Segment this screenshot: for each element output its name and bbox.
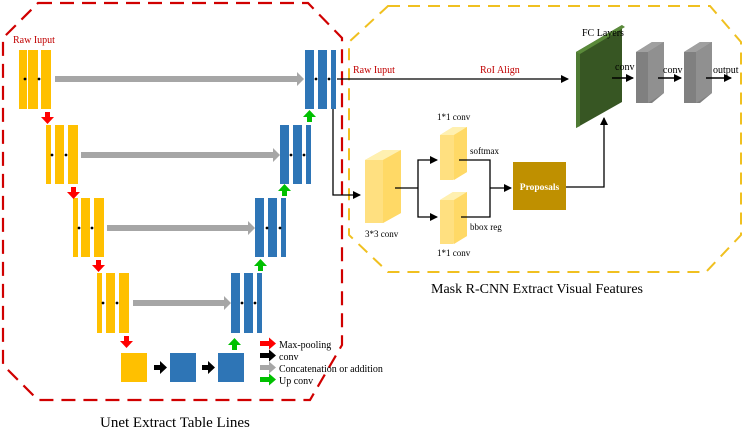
output-label: output: [713, 65, 739, 76]
legend-black-arrow-icon: [260, 349, 276, 362]
conv1x1-bottom-block: [440, 192, 467, 244]
conv-label-1: conv: [615, 62, 634, 73]
conv-label-2: conv: [663, 65, 682, 76]
proposals-to-fc-connector: [566, 117, 608, 188]
unet-title: Unet Extract Table Lines: [100, 415, 250, 431]
branch-to-top: [417, 156, 438, 188]
decoder-block-1: [305, 50, 336, 109]
bbox-reg-label: bbox reg: [470, 222, 502, 232]
maskrcnn-raw-input-label: Raw Iuput: [353, 65, 395, 76]
legend-label: Max-pooling: [279, 340, 331, 351]
maskrcnn-frame: [348, 5, 742, 273]
maxpool-arrow-icon: [41, 112, 54, 124]
conv3x3-block: [365, 150, 401, 223]
concat-arrow-4: [133, 296, 231, 310]
legend-label: Concatenation or addition: [279, 364, 383, 375]
bottleneck-square-2: [218, 353, 244, 382]
decoder-block-4: [231, 273, 262, 333]
conv-arrow-icon: [154, 361, 167, 374]
upconv-arrow-icon: [228, 338, 241, 350]
legend-red-arrow-icon: [260, 337, 276, 350]
roi-align-label: RoI Align: [480, 65, 520, 76]
conv1x1-top-block: [440, 127, 467, 180]
conv1x1-top-label: 1*1 conv: [437, 112, 471, 122]
concat-arrow-3: [107, 221, 255, 235]
bottleneck-square-1: [170, 353, 196, 382]
upconv-arrow-icon: [303, 110, 316, 122]
softmax-label: softmax: [470, 146, 499, 156]
maxpool-arrow-icon: [92, 260, 105, 272]
maxpool-arrow-icon: [67, 187, 80, 199]
branch-to-bottom: [417, 188, 438, 221]
encoder-block-2: [46, 125, 78, 184]
conv-arrow-icon: [202, 361, 215, 374]
backbone-connector: [332, 109, 361, 199]
upconv-arrow-icon: [278, 184, 291, 196]
bottleneck-encoder-square: [121, 353, 147, 382]
gray-conv-layer-2: [684, 42, 712, 103]
maxpool-arrow-icon: [120, 336, 133, 348]
legend: Max-pooling conv Concatenation or additi…: [260, 337, 383, 387]
unet-raw-input-label: Raw Iuput: [13, 35, 55, 46]
proposals-block: [513, 162, 566, 210]
concat-arrow-1: [55, 72, 304, 86]
gray-conv-layer-1: [636, 42, 664, 103]
concat-arrow-2: [81, 148, 280, 162]
legend-label: conv: [279, 352, 298, 363]
unet-frame: [1, 1, 344, 402]
legend-gray-arrow-icon: [260, 361, 276, 374]
decoder-block-2: [280, 125, 311, 184]
maskrcnn-title: Mask R-CNN Extract Visual Features: [431, 282, 643, 297]
fc-layers-label: FC Layers: [582, 28, 624, 39]
conv1x1-bottom-label: 1*1 conv: [437, 248, 471, 258]
conv3x3-label: 3*3 conv: [365, 229, 399, 239]
upconv-arrow-icon: [254, 259, 267, 271]
encoder-block-3: [73, 198, 104, 257]
decoder-block-3: [255, 198, 286, 257]
legend-label: Up conv: [279, 376, 313, 387]
proposals-label: Proposals: [520, 183, 560, 193]
legend-green-arrow-icon: [260, 373, 276, 386]
encoder-block-1: [19, 50, 51, 109]
fc-layers-block: [576, 25, 625, 128]
encoder-block-4: [97, 273, 129, 333]
